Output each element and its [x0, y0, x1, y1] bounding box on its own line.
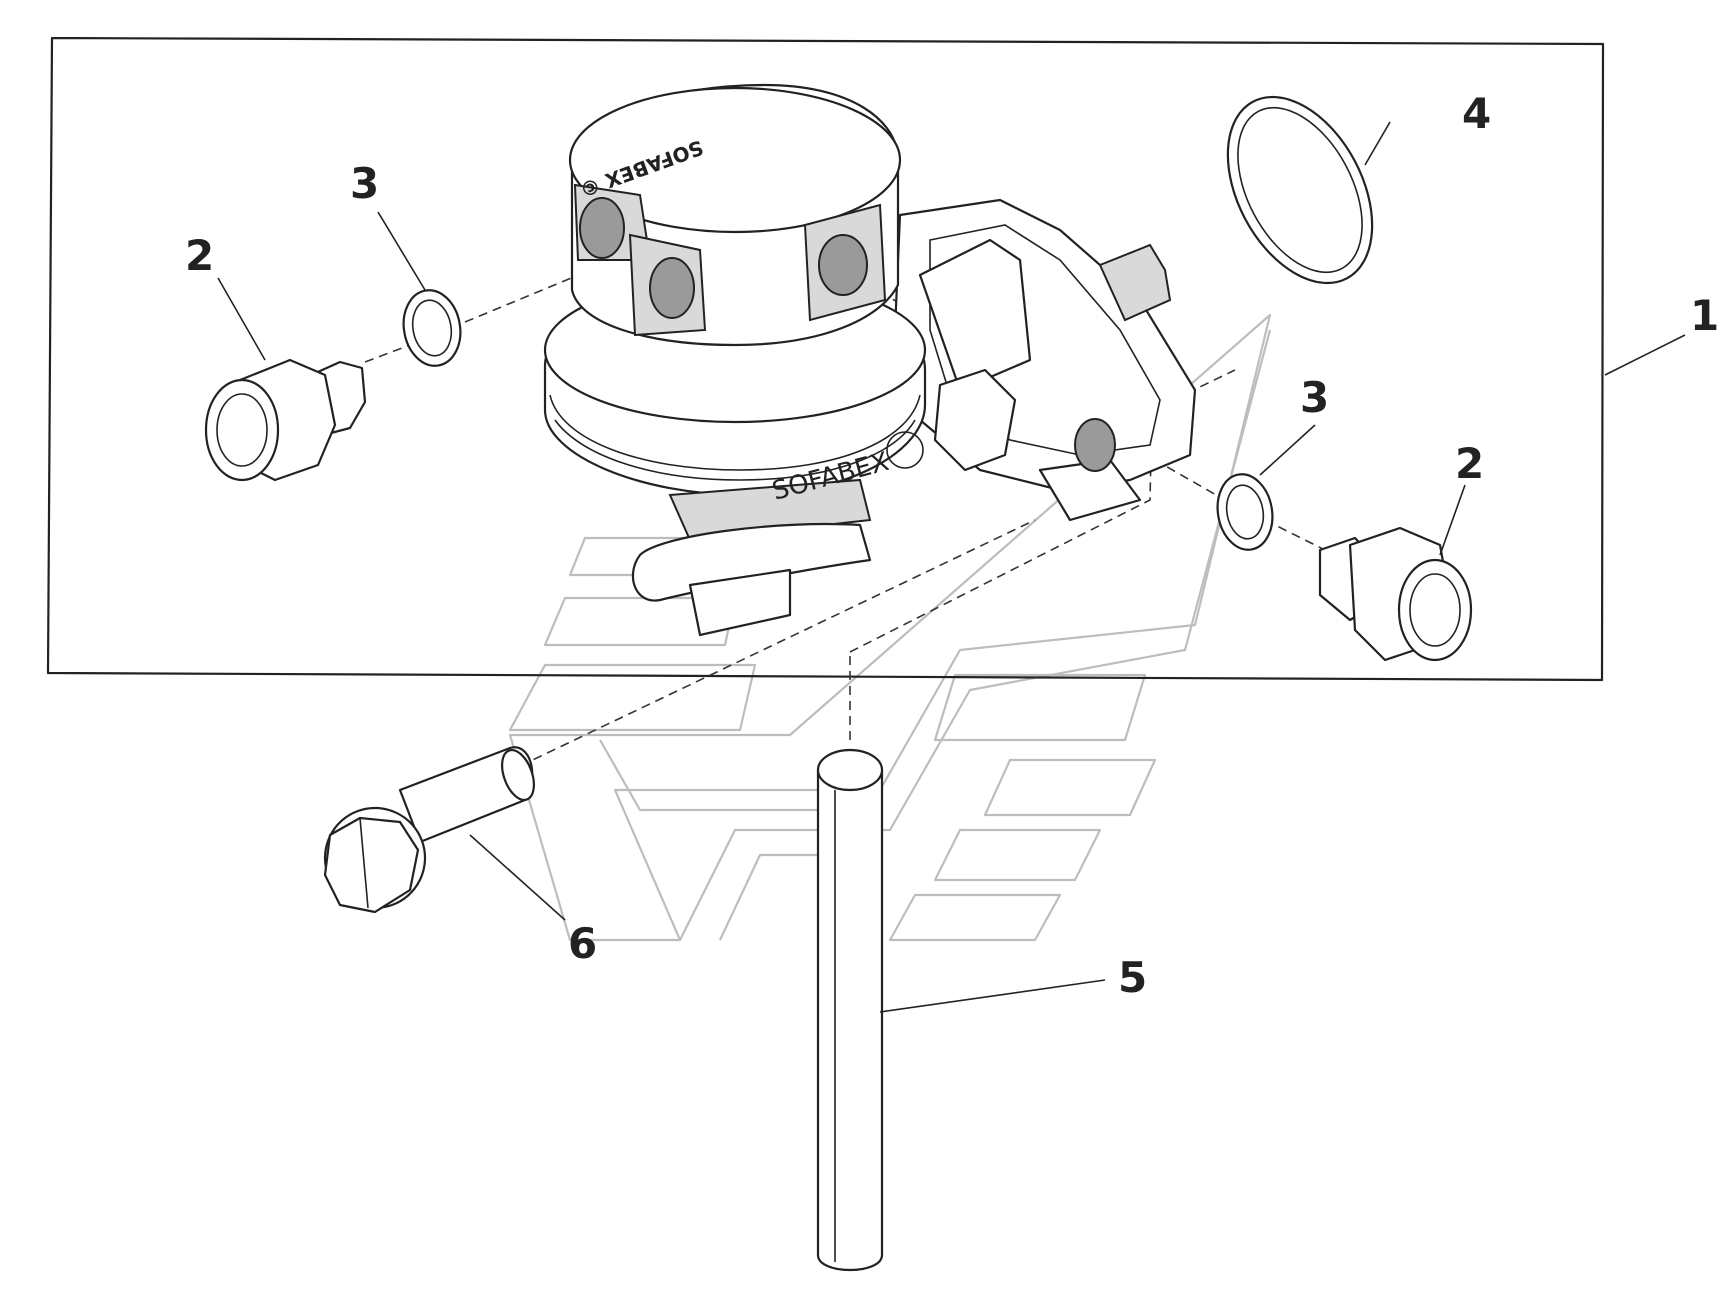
fuel-pump — [543, 83, 1197, 637]
callout-5: 5 — [1118, 953, 1147, 1002]
o-ring-large — [1226, 95, 1374, 285]
callout-3-right: 3 — [1300, 373, 1329, 422]
bolt — [323, 746, 535, 914]
leader-lines — [217, 121, 1686, 1013]
callout-1: 1 — [1690, 291, 1719, 340]
callout-2-right: 2 — [1455, 439, 1484, 488]
callout-6: 6 — [568, 919, 597, 968]
watermark-logo — [508, 313, 1272, 942]
callout-3-left: 3 — [350, 159, 379, 208]
callout-2-left: 2 — [185, 231, 214, 280]
fitting-left — [204, 358, 367, 482]
callout-4: 4 — [1462, 89, 1491, 138]
assembly-box — [46, 36, 1605, 682]
push-rod — [816, 748, 884, 1271]
fitting-right — [1318, 526, 1473, 662]
washer-right — [1216, 473, 1274, 551]
callouts: 1 2 2 3 3 4 5 6 — [185, 89, 1719, 1002]
washer-left — [402, 289, 462, 367]
